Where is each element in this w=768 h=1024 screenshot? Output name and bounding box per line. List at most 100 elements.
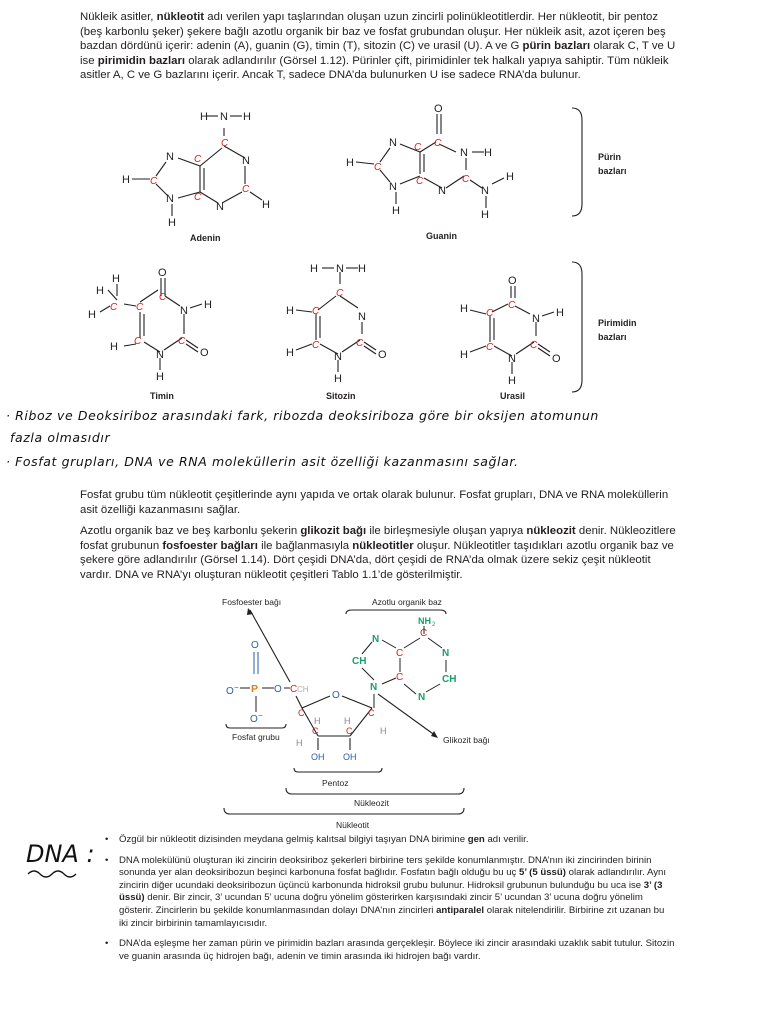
nucleoside-paragraph: Azotlu organik baz ve beş karbonlu şeker… [80,525,676,581]
svg-text:C: C [416,176,424,187]
svg-text:H: H [262,199,270,211]
svg-text:H: H [334,373,342,385]
svg-text:O: O [552,353,561,365]
svg-text:N: N [166,193,174,205]
svg-text:Glikozit bağı: Glikozit bağı [443,735,490,745]
svg-text:C: C [298,708,305,718]
svg-text:H: H [481,209,489,221]
cytosine-structure: H N H C N C O N H C C H H Sitozin [286,263,387,401]
svg-text:C: C [336,288,344,299]
svg-text:C: C [136,302,144,313]
svg-text:N: N [389,181,397,193]
svg-text:H: H [508,375,516,387]
intro-paragraph: Nükleik asitler, nükleotit adı verilen y… [80,11,676,82]
svg-text:O: O [274,684,282,695]
handwritten-note-1: · Riboz ve Deoksiriboz arasındaki fark, … [6,408,599,423]
svg-text:C: C [486,342,494,353]
svg-text:H: H [112,273,120,285]
svg-text:C: C [356,338,364,349]
svg-text:O: O [200,347,209,359]
svg-text:N: N [438,185,446,197]
svg-text:C: C [462,174,470,185]
svg-text:Pentoz: Pentoz [322,778,348,788]
svg-text:C: C [396,672,403,683]
glikozit-pointer [377,693,437,737]
svg-text:C: C [374,162,382,173]
svg-text:H: H [392,205,400,217]
svg-text:H: H [286,305,294,317]
fosfoester-pointer [249,609,291,683]
svg-text:C: C [290,684,297,695]
svg-text:C: C [414,142,422,153]
svg-text:O: O [250,714,258,725]
svg-text:H: H [156,371,164,383]
nucleotide-bracket [223,807,465,815]
svg-text:N: N [156,349,164,361]
svg-text:C: C [194,154,202,165]
svg-text:N: N [370,682,377,693]
svg-text:N: N [166,151,174,163]
svg-text:O: O [378,349,387,361]
svg-text:N: N [216,201,224,213]
svg-text:C: C [312,340,320,351]
nucleotide-figure: Fosfoester bağı Azotlu organik baz O O −… [222,597,490,830]
svg-text:bazları: bazları [598,166,627,176]
svg-text:C: C [134,336,142,347]
svg-text:CH: CH [352,656,366,667]
list-item: DNA’da eşleşme her zaman pürin ve pirimi… [105,938,675,963]
pyrimidine-bracket [571,261,583,393]
svg-text:H: H [344,716,351,726]
svg-text:Pirimidin: Pirimidin [598,318,637,328]
dna-underline-squiggle [27,870,77,878]
svg-text:Pürin: Pürin [598,152,621,162]
list-item: DNA molekülünü oluşturan iki zincirin de… [105,855,675,931]
svg-text:H: H [204,299,212,311]
svg-text:Adenin: Adenin [190,233,221,243]
svg-text:H: H [110,341,118,353]
svg-text:N: N [418,692,425,703]
svg-text:H: H [96,285,104,297]
svg-text:H: H [200,111,208,123]
svg-text:Urasil: Urasil [500,391,525,401]
svg-text:H: H [380,726,387,736]
svg-text:−: − [234,683,239,692]
svg-text:OH: OH [311,752,325,762]
svg-text:H: H [296,738,303,748]
svg-text:Guanin: Guanin [426,231,457,241]
svg-text:H: H [556,307,564,319]
svg-text:N: N [180,305,188,317]
svg-text:C: C [159,292,167,303]
svg-text:C: C [434,138,442,149]
svg-text:N: N [358,311,366,323]
svg-text:CH: CH [442,674,456,685]
svg-text:H: H [88,309,96,321]
svg-text:2: 2 [432,622,436,628]
svg-text:N: N [334,351,342,363]
handwritten-note-1-cont: fazla olmasıdır [10,430,111,445]
list-item: Özgül bir nükleotit dizisinden meydana g… [105,834,675,847]
svg-text:C: C [486,308,494,319]
nitrogenous-bases-figure: H N H C N C N C C N C N H H H Adenin [88,103,637,401]
svg-text:H: H [314,716,321,726]
svg-text:H: H [506,171,514,183]
svg-text:Azotlu organik baz: Azotlu organik baz [372,597,442,607]
svg-text:N: N [481,185,489,197]
svg-text:N: N [336,263,344,275]
svg-text:Fosfat grubu: Fosfat grubu [232,732,280,742]
svg-text:P: P [251,683,258,695]
svg-text:N: N [389,137,397,149]
svg-text:N: N [372,634,379,645]
svg-text:Nükleozit: Nükleozit [354,798,390,808]
uracil-structure: O C N H C O N H C C H H Urasil [460,275,564,401]
svg-text:N: N [220,111,228,123]
svg-text:C: C [194,192,202,203]
svg-text:Nükleotit: Nükleotit [336,820,370,830]
svg-text:C: C [312,726,319,736]
svg-text:Fosfoester bağı: Fosfoester bağı [222,597,281,607]
svg-text:H: H [243,111,251,123]
svg-text:O: O [508,275,517,287]
svg-text:O: O [332,690,340,701]
svg-text:H: H [358,263,366,275]
pentose-bracket [293,767,383,773]
svg-text:H: H [346,157,354,169]
